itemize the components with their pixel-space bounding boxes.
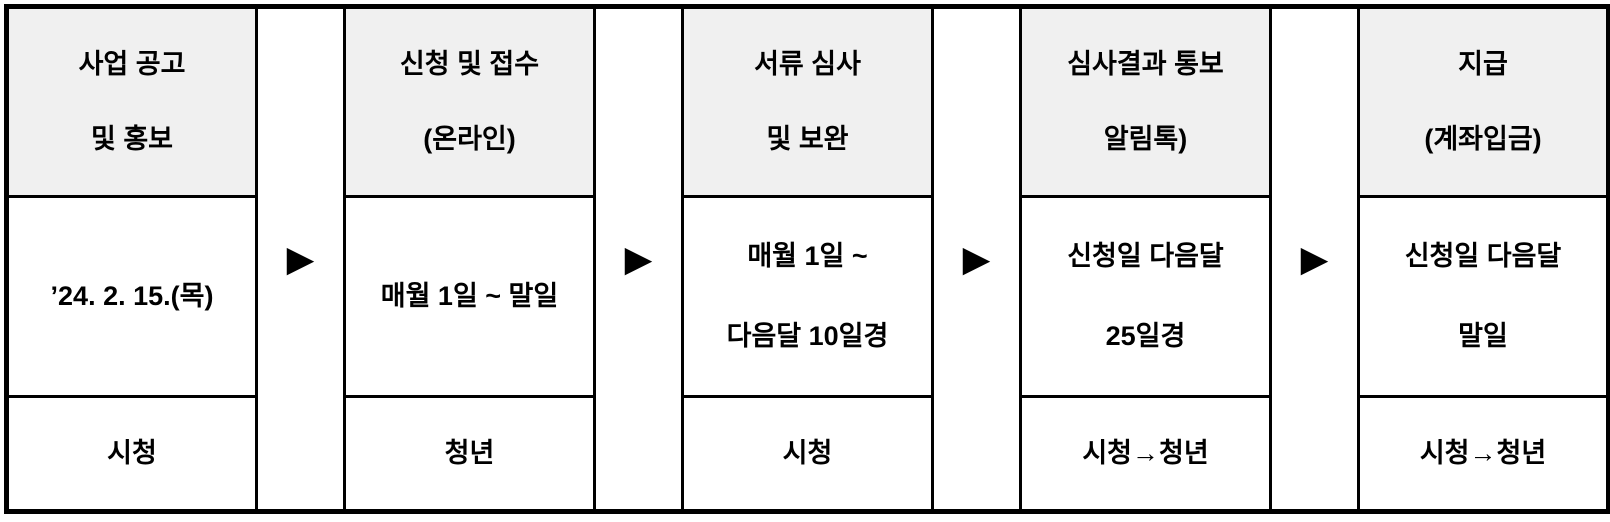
step-title-line: 심사결과 통보 — [1067, 48, 1224, 79]
step-actor-label: 시청→청년 — [1419, 438, 1547, 469]
step-title-line: (계좌입금) — [1424, 123, 1542, 154]
step-title-cell-2: 신청 및 접수 (온라인) — [343, 5, 596, 198]
arrow-separator-cell-2: ▶ — [593, 5, 684, 513]
step-period-cell-2: 매월 1일 ~ 말일 — [343, 194, 596, 398]
step-title-line: 신청 및 접수 — [399, 48, 540, 79]
arrow-separator-cell-4: ▶ — [1269, 5, 1360, 513]
period-row: ’24. 2. 15.(목) 매월 1일 ~ 말일 매월 1일 ~ 다음달 10… — [5, 194, 1610, 398]
step-title-line: 지급 — [1458, 48, 1508, 79]
step-period-line: 말일 — [1458, 321, 1508, 352]
step-title-line: 및 홍보 — [90, 123, 174, 154]
step-period-line: 다음달 10일경 — [726, 321, 889, 352]
arrow-separator-cell-1: ▶ — [255, 5, 346, 513]
step-actor-label: 시청 — [782, 438, 833, 469]
step-period-line: 신청일 다음달 — [1067, 241, 1224, 272]
step-title-line: 사업 공고 — [78, 48, 186, 79]
step-actor-label: 시청→청년 — [1082, 438, 1209, 469]
step-title-line: (온라인) — [423, 123, 516, 154]
step-actor-cell-5: 시청→청년 — [1357, 394, 1610, 514]
step-period-line: ’24. 2. 15.(목) — [50, 281, 214, 312]
step-title-cell-3: 서류 심사 및 보완 — [681, 5, 934, 198]
arrow-right-icon: ▶ — [286, 238, 315, 279]
step-actor-cell-2: 청년 — [343, 394, 596, 514]
step-period-cell-3: 매월 1일 ~ 다음달 10일경 — [681, 194, 934, 398]
actor-row: 시청 청년 시청 시청→청년 시청→청년 — [5, 394, 1610, 514]
title-row: 사업 공고 및 홍보 ▶ 신청 및 접수 (온라인) ▶ 서류 심사 및 보완 … — [5, 5, 1610, 513]
step-title-line: 알림톡) — [1103, 123, 1188, 154]
step-period-cell-1: ’24. 2. 15.(목) — [5, 194, 258, 398]
step-title-line: 및 보완 — [766, 123, 849, 154]
step-period-line: 매월 1일 ~ — [747, 241, 868, 272]
arrow-right-icon: ▶ — [1300, 238, 1329, 279]
arrow-right-icon: ▶ — [962, 238, 991, 279]
step-actor-label: 청년 — [444, 438, 495, 469]
step-period-cell-4: 신청일 다음달 25일경 — [1019, 194, 1272, 398]
arrow-separator-cell-3: ▶ — [931, 5, 1022, 513]
step-period-line: 신청일 다음달 — [1404, 241, 1562, 272]
step-actor-cell-3: 시청 — [681, 394, 934, 514]
step-title-cell-4: 심사결과 통보 알림톡) — [1019, 5, 1272, 198]
step-period-line: 매월 1일 ~ 말일 — [380, 281, 559, 312]
step-actor-cell-1: 시청 — [5, 394, 258, 514]
step-period-line: 25일경 — [1105, 321, 1186, 352]
step-actor-cell-4: 시청→청년 — [1019, 394, 1272, 514]
step-title-cell-5: 지급 (계좌입금) — [1357, 5, 1610, 198]
step-period-cell-5: 신청일 다음달 말일 — [1357, 194, 1610, 398]
step-title-line: 서류 심사 — [754, 48, 861, 79]
step-actor-label: 시청 — [107, 438, 157, 469]
arrow-right-icon: ▶ — [624, 238, 653, 279]
step-title-cell-1: 사업 공고 및 홍보 — [5, 5, 258, 198]
process-flow-table: 사업 공고 및 홍보 ▶ 신청 및 접수 (온라인) ▶ 서류 심사 및 보완 … — [4, 4, 1610, 514]
